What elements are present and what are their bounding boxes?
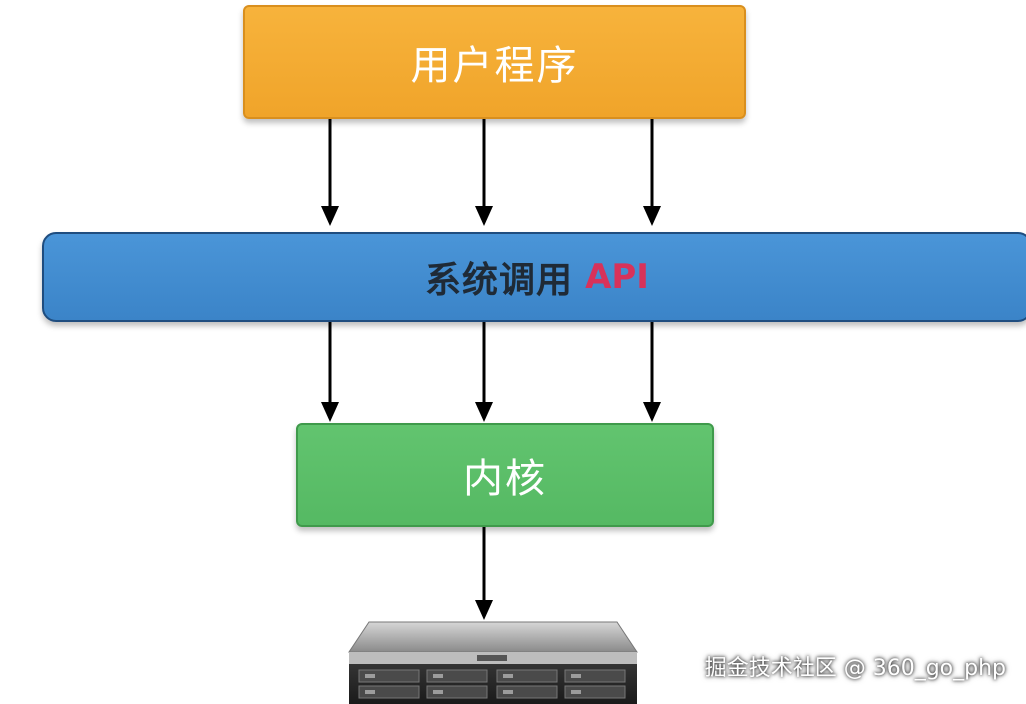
user-program-box: 用户程序: [243, 5, 746, 119]
arrow-down-icon: [475, 119, 493, 226]
syscall-api-suffix: API: [585, 257, 649, 297]
syscall-api-label: 系统调用: [425, 260, 574, 301]
kernel-label: 内核: [463, 456, 547, 502]
arrow-down-icon: [643, 119, 661, 226]
arrow-down-icon: [475, 322, 493, 422]
watermark: 掘金技术社区 @ 360_go_php: [704, 656, 1006, 681]
kernel-box: 内核: [296, 423, 714, 527]
arrow-down-icon: [321, 322, 339, 422]
arrow-down-icon: [643, 322, 661, 422]
user-program-label: 用户程序: [410, 43, 579, 89]
syscall-api-box: 系统调用 API: [42, 232, 1026, 322]
arrow-down-icon: [321, 119, 339, 226]
server-icon: [348, 621, 638, 704]
arrow-down-icon: [475, 527, 493, 620]
